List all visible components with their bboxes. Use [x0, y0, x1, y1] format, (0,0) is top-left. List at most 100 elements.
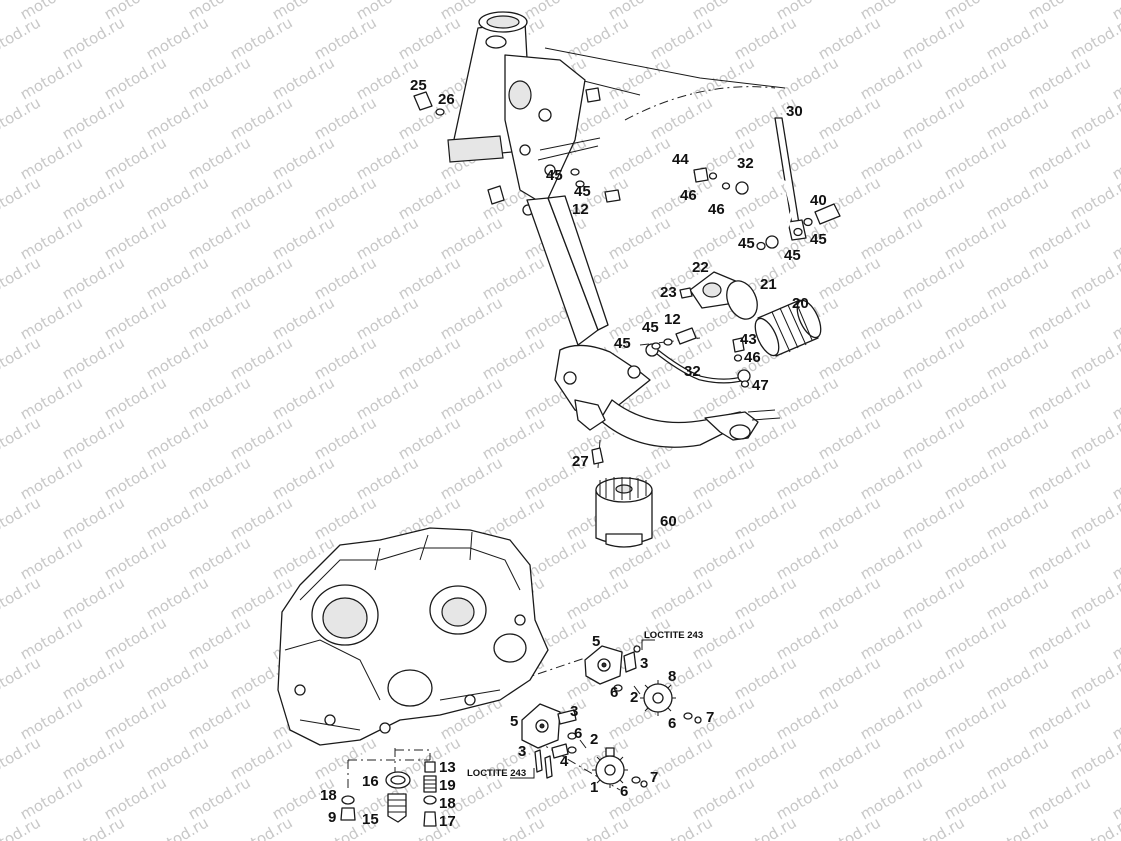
- watermark-text: motod.ru: [605, 213, 674, 263]
- callout-46-a: 46: [680, 187, 697, 204]
- watermark-text: motod.ru: [899, 733, 968, 783]
- watermark-text: motod.ru: [1025, 773, 1094, 823]
- watermark-text: motod.ru: [143, 93, 212, 143]
- watermark-text: motod.ru: [101, 773, 170, 823]
- watermark-text: motod.ru: [857, 133, 926, 183]
- watermark-text: motod.ru: [1067, 333, 1121, 383]
- callout-1: 1: [590, 779, 598, 796]
- watermark-text: motod.ru: [437, 373, 506, 423]
- callout-19: 19: [439, 777, 456, 794]
- watermark-text: motod.ru: [185, 133, 254, 183]
- watermark-text: motod.ru: [17, 213, 86, 263]
- fasteners-upper: [413, 91, 841, 548]
- watermark-text: motod.ru: [941, 293, 1010, 343]
- callout-9: 9: [328, 809, 336, 826]
- watermark-text: motod.ru: [59, 173, 128, 223]
- watermark-text: motod.ru: [689, 773, 758, 823]
- watermark-text: motod.ru: [731, 573, 800, 623]
- watermark-text: motod.ru: [1067, 173, 1121, 223]
- watermark-text: motod.ru: [815, 493, 884, 543]
- watermark-text: motod.ru: [1067, 813, 1121, 841]
- watermark-text: motod.ru: [773, 53, 842, 103]
- watermark-text: motod.ru: [353, 373, 422, 423]
- watermark-text: motod.ru: [479, 413, 548, 463]
- watermark-text: motod.ru: [0, 533, 2, 583]
- watermark-text: motod.ru: [311, 13, 380, 63]
- watermark-text: motod.ru: [101, 613, 170, 663]
- watermark-text: motod.ru: [0, 773, 2, 823]
- callout-46-c: 46: [744, 349, 761, 366]
- watermark-text: motod.ru: [1025, 373, 1094, 423]
- watermark-text: motod.ru: [0, 253, 44, 303]
- watermark-text: motod.ru: [1025, 133, 1094, 183]
- watermark-text: motod.ru: [773, 613, 842, 663]
- watermark-text: motod.ru: [1067, 13, 1121, 63]
- watermark-text: motod.ru: [0, 93, 44, 143]
- watermark-text: motod.ru: [185, 373, 254, 423]
- watermark-text: motod.ru: [0, 573, 44, 623]
- loctite-note-top: LOCTITE 243: [644, 630, 703, 641]
- watermark-text: motod.ru: [269, 293, 338, 343]
- watermark-text: motod.ru: [1025, 613, 1094, 663]
- callout-labels: 25 26 30 44 32 46 46 40 45 45 12 45 45 4…: [320, 77, 827, 830]
- watermark-text: motod.ru: [689, 453, 758, 503]
- watermark-text: motod.ru: [1067, 733, 1121, 783]
- watermark-text: motod.ru: [227, 413, 296, 463]
- callout-16: 16: [362, 773, 379, 790]
- watermark-text: motod.ru: [227, 813, 296, 841]
- watermark-text: motod.ru: [857, 453, 926, 503]
- watermark-text: motod.ru: [185, 533, 254, 583]
- callout-7-b: 7: [650, 769, 658, 786]
- watermark-text: motod.ru: [1067, 573, 1121, 623]
- callout-7-a: 7: [706, 709, 714, 726]
- watermark-text: motod.ru: [311, 333, 380, 383]
- callout-6-a: 6: [610, 684, 618, 701]
- callout-13: 13: [439, 759, 456, 776]
- watermark-text: motod.ru: [1067, 653, 1121, 703]
- watermark-text: motod.ru: [1025, 693, 1094, 743]
- frame-assembly: [447, 11, 786, 448]
- watermark-text: motod.ru: [857, 613, 926, 663]
- watermark-text: motod.ru: [395, 333, 464, 383]
- callout-27: 27: [572, 453, 589, 470]
- watermark-text: motod.ru: [101, 133, 170, 183]
- watermark-text: motod.ru: [941, 453, 1010, 503]
- watermark-text: motod.ru: [899, 253, 968, 303]
- watermark-text: motod.ru: [983, 653, 1052, 703]
- watermark-text: motod.ru: [857, 53, 926, 103]
- watermark-text: motod.ru: [185, 213, 254, 263]
- watermark-text: motod.ru: [101, 453, 170, 503]
- watermark-text: motod.ru: [353, 213, 422, 263]
- watermark-text: motod.ru: [101, 693, 170, 743]
- watermark-text: motod.ru: [689, 53, 758, 103]
- watermark-text: motod.ru: [983, 813, 1052, 841]
- watermark-text: motod.ru: [983, 173, 1052, 223]
- callout-3-c: 3: [518, 743, 526, 760]
- watermark-text: motod.ru: [1025, 453, 1094, 503]
- watermark-text: motod.ru: [941, 613, 1010, 663]
- watermark-text: motod.ru: [647, 493, 716, 543]
- callout-43: 43: [740, 331, 757, 348]
- callout-18-a: 18: [320, 787, 337, 804]
- callout-45-c: 45: [738, 235, 755, 252]
- watermark-text: motod.ru: [1067, 413, 1121, 463]
- watermark-text: motod.ru: [353, 453, 422, 503]
- watermark-text: motod.ru: [143, 13, 212, 63]
- watermark-text: motod.ru: [185, 773, 254, 823]
- watermark-text: motod.ru: [563, 13, 632, 63]
- watermark-text: motod.ru: [857, 693, 926, 743]
- callout-6-d: 6: [620, 783, 628, 800]
- watermark-text: motod.ru: [59, 733, 128, 783]
- watermark-text: motod.ru: [227, 333, 296, 383]
- watermark-text: motod.ru: [185, 693, 254, 743]
- watermark-text: motod.ru: [17, 613, 86, 663]
- watermark-text: motod.ru: [185, 53, 254, 103]
- callout-60: 60: [660, 513, 677, 530]
- watermark-text: motod.ru: [59, 573, 128, 623]
- watermark-text: motod.ru: [1109, 373, 1121, 423]
- watermark-text: motod.ru: [731, 813, 800, 841]
- watermark-text: motod.ru: [437, 453, 506, 503]
- watermark-text: motod.ru: [899, 573, 968, 623]
- watermark-text: motod.ru: [0, 293, 2, 343]
- callout-45-b: 45: [574, 183, 591, 200]
